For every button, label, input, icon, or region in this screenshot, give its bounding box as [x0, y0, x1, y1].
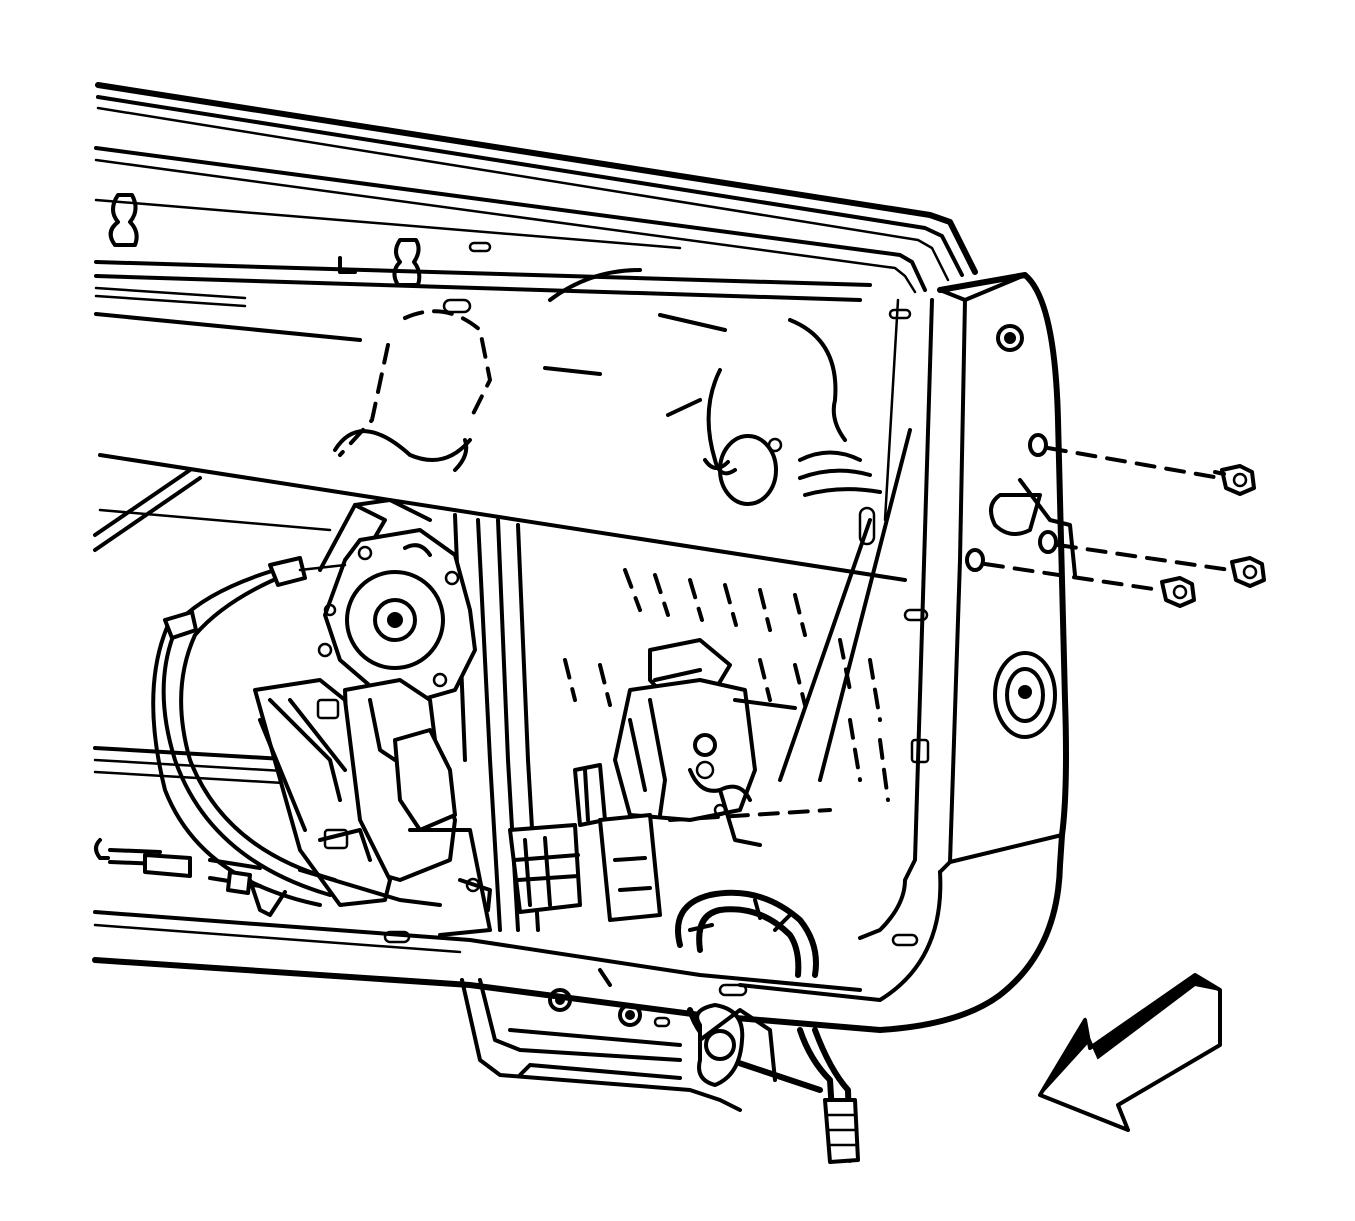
door-panel-icon — [92, 272, 1069, 1033]
window-regulator-motor-icon — [253, 498, 477, 907]
door-panel — [92, 272, 1069, 1033]
bolt-lower — [1160, 576, 1196, 608]
door-end-cap — [910, 324, 1077, 764]
panel-slots — [108, 193, 929, 997]
wiring-harness-icon — [675, 889, 860, 1164]
water-shield-outline — [333, 268, 890, 822]
lower-bracket — [460, 968, 777, 1112]
view-direction-arrow-icon — [1038, 973, 1222, 1132]
bolt-middle — [1230, 556, 1266, 588]
bolt-upper — [1213, 464, 1256, 496]
door-latch-icon — [508, 638, 797, 922]
bolt-icon — [965, 433, 1266, 608]
lower-track-parts — [94, 828, 492, 937]
window-frame-rails — [94, 82, 978, 342]
